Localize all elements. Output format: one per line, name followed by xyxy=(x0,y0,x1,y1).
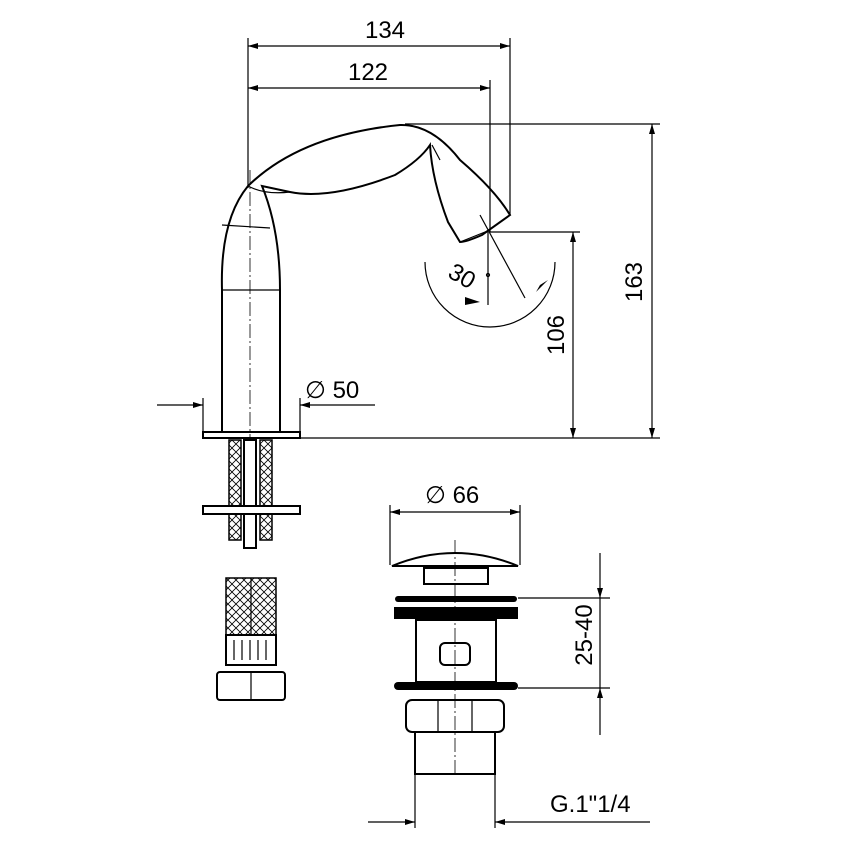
pop-up-drain xyxy=(391,540,519,775)
faucet-side-view xyxy=(202,123,512,549)
dim-drain-thickness: 25-40 xyxy=(571,604,598,665)
dim-overall-reach: 134 xyxy=(365,17,405,44)
dim-base-diameter: ∅ 50 xyxy=(305,377,359,404)
hose-connector xyxy=(216,577,286,701)
dim-spout-angle: 30 xyxy=(443,258,480,295)
dim-overall-height: 163 xyxy=(621,262,648,302)
dim-drain-thread: G.1"1/4 xyxy=(550,791,631,818)
dimension-lines xyxy=(157,38,660,828)
dim-outlet-height: 106 xyxy=(543,315,570,355)
dim-outlet-reach: 122 xyxy=(348,59,388,86)
dim-drain-cap-diameter: ∅ 66 xyxy=(425,482,479,509)
